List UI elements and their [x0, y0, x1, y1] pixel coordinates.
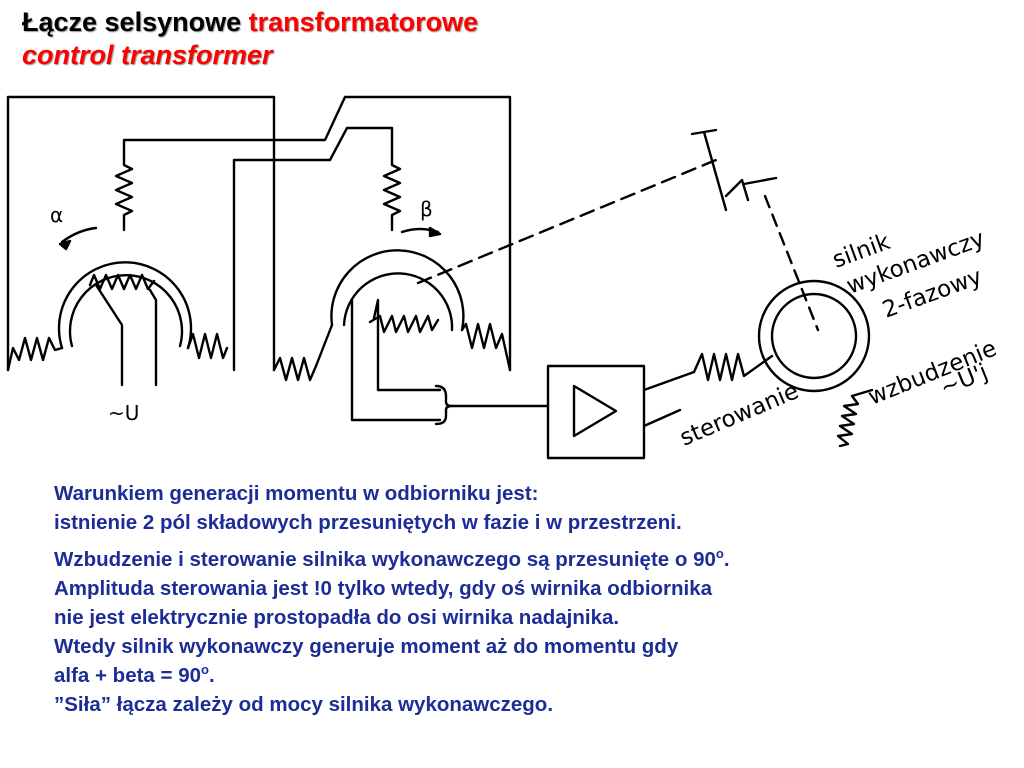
- transmitter-selsyn: α ~U: [6, 158, 229, 425]
- beta-label: β: [420, 197, 433, 221]
- ct-stator-inner-arc: [342, 272, 454, 332]
- transmitter-stator-arc: [57, 261, 193, 350]
- amplifier-triangle: [572, 384, 618, 438]
- gear-symbol: [690, 128, 778, 212]
- title-red-part: transformatorowe: [248, 7, 479, 37]
- strength-statement: ”Siła” łącza zależy od mocy silnika wyko…: [54, 693, 554, 716]
- alpha-label: α: [50, 203, 63, 227]
- transmitter-top-coil: [114, 158, 134, 232]
- amplitude-statement: Amplituda sterowania jest !0 tylko wtedy…: [54, 577, 713, 600]
- motor-inner-ring: [770, 292, 858, 380]
- ct-rotor-lead-1: [372, 298, 442, 392]
- transmitter-rotor-coil: [88, 273, 156, 291]
- wire-outer: [6, 95, 276, 372]
- wire-inner: [232, 126, 394, 372]
- amplifier-box: [546, 364, 646, 460]
- servo-motor: [757, 279, 874, 448]
- axis-statement: nie jest elektrycznie prostopadła do osi…: [54, 606, 620, 629]
- selsyn-control-transformer-diagram: α ~U β: [6, 95, 1000, 460]
- alpha-rotation-arrow: [60, 226, 98, 244]
- title-line-2: control transformer: [22, 40, 273, 70]
- wire-middle: [122, 95, 512, 372]
- transmitter-rotor-lead-right: [148, 288, 158, 387]
- supply-voltage-label: ~U: [108, 401, 139, 425]
- torque-statement: Wtedy silnik wykonawczy generuje moment …: [54, 635, 679, 658]
- transmitter-right-coil: [186, 332, 229, 360]
- amplifier-ground-wire: [642, 408, 682, 428]
- title-line-1: Łącze selsynowe transformatorowe: [22, 6, 478, 39]
- transmitter-rotor-lead-left: [94, 283, 124, 387]
- ct-rotor-coil: [368, 314, 440, 334]
- explanation-text: Warunkiem generacji momentu w odbiorniku…: [54, 479, 1019, 719]
- title-black-part: Łącze selsynowe: [22, 7, 242, 37]
- amplifier-output-wire: [642, 370, 696, 392]
- stator-interconnect: [6, 95, 512, 372]
- alpha-arrow-head: [58, 239, 72, 251]
- gear-lower-arm: [724, 176, 778, 202]
- transmitter-stator-inner-arc: [68, 273, 184, 348]
- ct-stator-arc: [330, 249, 465, 332]
- beta-arrow-head: [428, 226, 442, 238]
- control-label: sterowanie: [676, 378, 802, 451]
- ct-right-coil: [460, 322, 512, 372]
- slide-title: Łącze selsynowe transformatorowe control…: [22, 6, 478, 72]
- ct-output-brace: [434, 384, 454, 426]
- control-winding-coil: [692, 352, 774, 382]
- condition-detail: istnienie 2 pól składowych przesuniętych…: [54, 511, 682, 534]
- phase-shift-statement: Wzbudzenie i sterowanie silnika wykonawc…: [54, 546, 730, 571]
- ct-rotor-lead-2: [350, 298, 442, 422]
- motor-axis-dashed: [763, 194, 820, 332]
- control-transformer-selsyn: β: [272, 158, 512, 426]
- ct-left-coil: [272, 323, 334, 382]
- motor-outer-ring: [757, 279, 871, 393]
- gear-upper-arm: [690, 128, 728, 212]
- transmitter-left-coil: [6, 336, 64, 372]
- condition-heading: Warunkiem generacji momentu w odbiorniku…: [54, 482, 539, 505]
- excitation-coil: [836, 388, 874, 448]
- ct-top-coil: [382, 158, 402, 232]
- amplifier: [450, 352, 774, 460]
- mechanical-shaft-link: [416, 158, 718, 285]
- angle-condition: alfa + beta = 90o.: [54, 662, 215, 687]
